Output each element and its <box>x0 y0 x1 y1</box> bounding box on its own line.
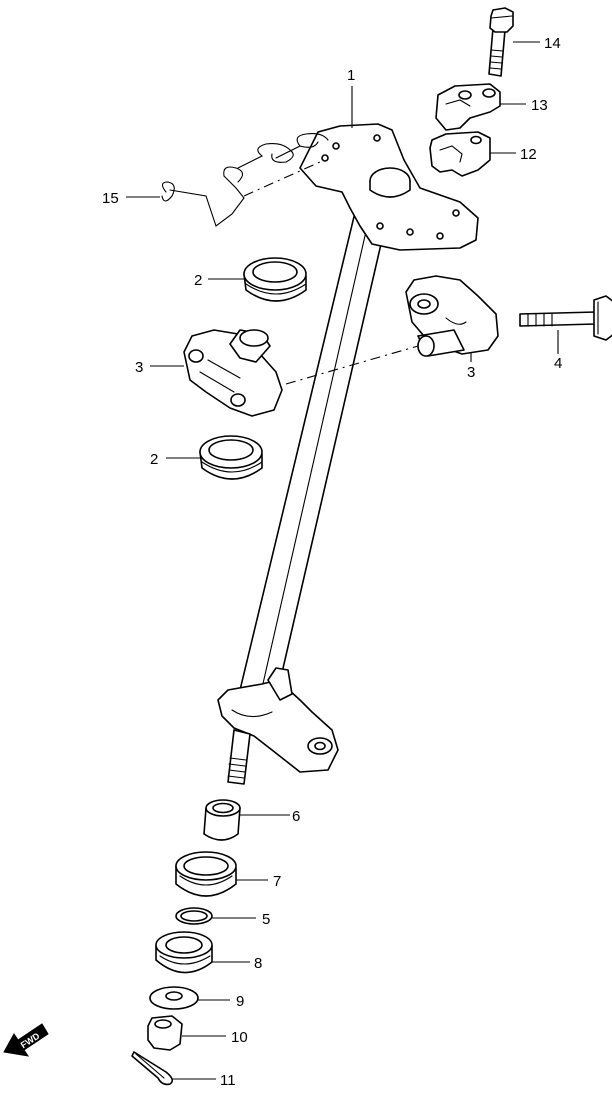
part-5-o-ring[interactable] <box>175 907 213 925</box>
part-2-bushing-upper[interactable] <box>243 257 307 302</box>
part-11-cotter-pin[interactable] <box>131 1051 174 1086</box>
leader-lines <box>126 41 559 1080</box>
part-12-lower-clamp[interactable] <box>429 131 491 177</box>
part-3-holder-right[interactable] <box>405 275 499 357</box>
part-8-bearing[interactable] <box>155 931 213 974</box>
fwd-direction-arrow: FWD <box>3 1023 49 1057</box>
part-9-washer[interactable] <box>149 986 199 1010</box>
callout-numbers: 1 2 2 3 3 4 5 6 7 8 9 10 11 12 13 14 15 <box>102 35 562 1089</box>
callout-3-left: 3 <box>135 359 143 376</box>
callout-1: 1 <box>347 67 355 84</box>
part-1-steering-shaft[interactable] <box>217 123 479 785</box>
callout-2-upper: 2 <box>194 272 202 289</box>
callout-10: 10 <box>231 1029 248 1046</box>
part-3-holder-left[interactable] <box>183 329 283 417</box>
part-14-bolt[interactable] <box>488 7 514 77</box>
callout-15: 15 <box>102 190 119 207</box>
callout-9: 9 <box>236 993 244 1010</box>
callout-4: 4 <box>554 355 562 372</box>
callout-3-right: 3 <box>467 364 475 381</box>
part-4-bolt[interactable] <box>519 295 612 341</box>
part-6-collar[interactable] <box>203 799 241 841</box>
callout-14: 14 <box>544 35 561 52</box>
callout-11: 11 <box>220 1072 236 1089</box>
part-2-bushing-lower[interactable] <box>199 435 263 480</box>
part-10-nut[interactable] <box>147 1015 183 1051</box>
callout-13: 13 <box>531 97 548 114</box>
assembly-line-holders <box>285 345 419 385</box>
callout-5: 5 <box>262 911 270 928</box>
part-13-upper-clamp[interactable] <box>435 83 501 131</box>
callout-12: 12 <box>520 146 537 163</box>
assembly-line-clip <box>243 161 321 197</box>
callout-8: 8 <box>254 955 262 972</box>
part-7-bearing[interactable] <box>175 851 237 897</box>
part-15-spring-clip[interactable] <box>161 133 329 227</box>
callout-6: 6 <box>292 808 300 825</box>
callout-7: 7 <box>273 873 281 890</box>
callout-2-lower: 2 <box>150 451 158 468</box>
